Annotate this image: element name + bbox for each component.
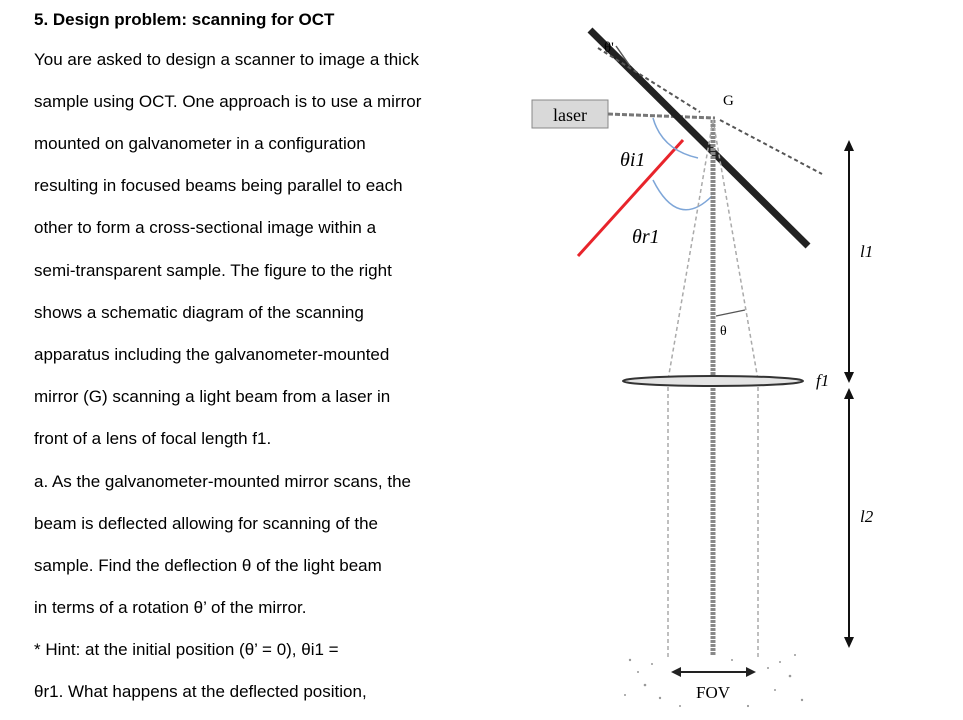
l1-arrow-bottom (844, 372, 854, 383)
l2-arrow-top (844, 388, 854, 399)
lens (622, 375, 804, 387)
mirror-rotation-line (719, 119, 823, 175)
fov-label: FOV (696, 683, 731, 702)
rotation-arc (615, 45, 631, 67)
galvo-mirror (587, 27, 811, 249)
f1-label: f1 (816, 371, 829, 390)
text-line: * Hint: at the initial position (θ’ = 0)… (34, 640, 339, 659)
mirror-label: G (723, 93, 734, 109)
theta-r1-label: θr1 (632, 226, 660, 248)
text-line: apparatus including the galvanometer-mou… (34, 345, 390, 364)
fov-arrow-right (746, 667, 756, 677)
text-line: resulting in focused beams being paralle… (34, 176, 403, 195)
incident-beam (607, 112, 716, 120)
theta-label: θ (720, 324, 727, 339)
reflection-angle-arc (652, 179, 713, 211)
text-line: in terms of a rotation θ’ of the mirror. (34, 598, 307, 617)
theta-marker (715, 309, 746, 317)
text-line: You are asked to design a scanner to ima… (34, 50, 419, 69)
deflected-beam-left (667, 119, 714, 381)
text-line: semi-transparent sample. The figure to t… (34, 261, 392, 280)
text-line: mirror (G) scanning a light beam from a … (34, 387, 391, 406)
theta-prime-label: θ' (604, 40, 614, 56)
text-line: sample. Find the deflection θ of the lig… (34, 556, 382, 575)
l2-label: l2 (860, 507, 874, 526)
laser-box (531, 99, 609, 129)
text-line: other to form a cross-sectional image wi… (34, 218, 377, 237)
fov-arrow-left (671, 667, 681, 677)
l1-label: l1 (860, 242, 873, 261)
text-line: shows a schematic diagram of the scannin… (34, 303, 364, 322)
text-line: beam is deflected allowing for scanning … (34, 514, 378, 533)
l2-arrow-bottom (844, 637, 854, 648)
sample-speckle (624, 654, 804, 708)
scanner-diagram-svg: laser θ' G θi1 θr1 θ f1 (531, 27, 874, 708)
text-line: a. As the galvanometer-mounted mirror sc… (34, 472, 412, 491)
text-line: θr1. What happens at the deflected posit… (34, 682, 367, 701)
mirror-rotation-line (597, 47, 701, 113)
l1-arrow-top (844, 140, 854, 151)
text-line: front of a lens of focal length f1. (34, 429, 272, 448)
text-line: mounted on galvanometer in a configurati… (34, 134, 366, 153)
scanner-diagram: laser θ' G θi1 θr1 θ f1 (520, 0, 963, 715)
incidence-angle-arc (652, 117, 699, 159)
rotated-mirror-line (576, 138, 685, 258)
theta-i1-label: θi1 (620, 149, 645, 171)
deflected-beam (712, 119, 759, 381)
laser-label: laser (553, 105, 587, 125)
problem-heading: 5. Design problem: scanning for OCT (34, 10, 335, 29)
text-line: sample using OCT. One approach is to use… (34, 92, 422, 111)
